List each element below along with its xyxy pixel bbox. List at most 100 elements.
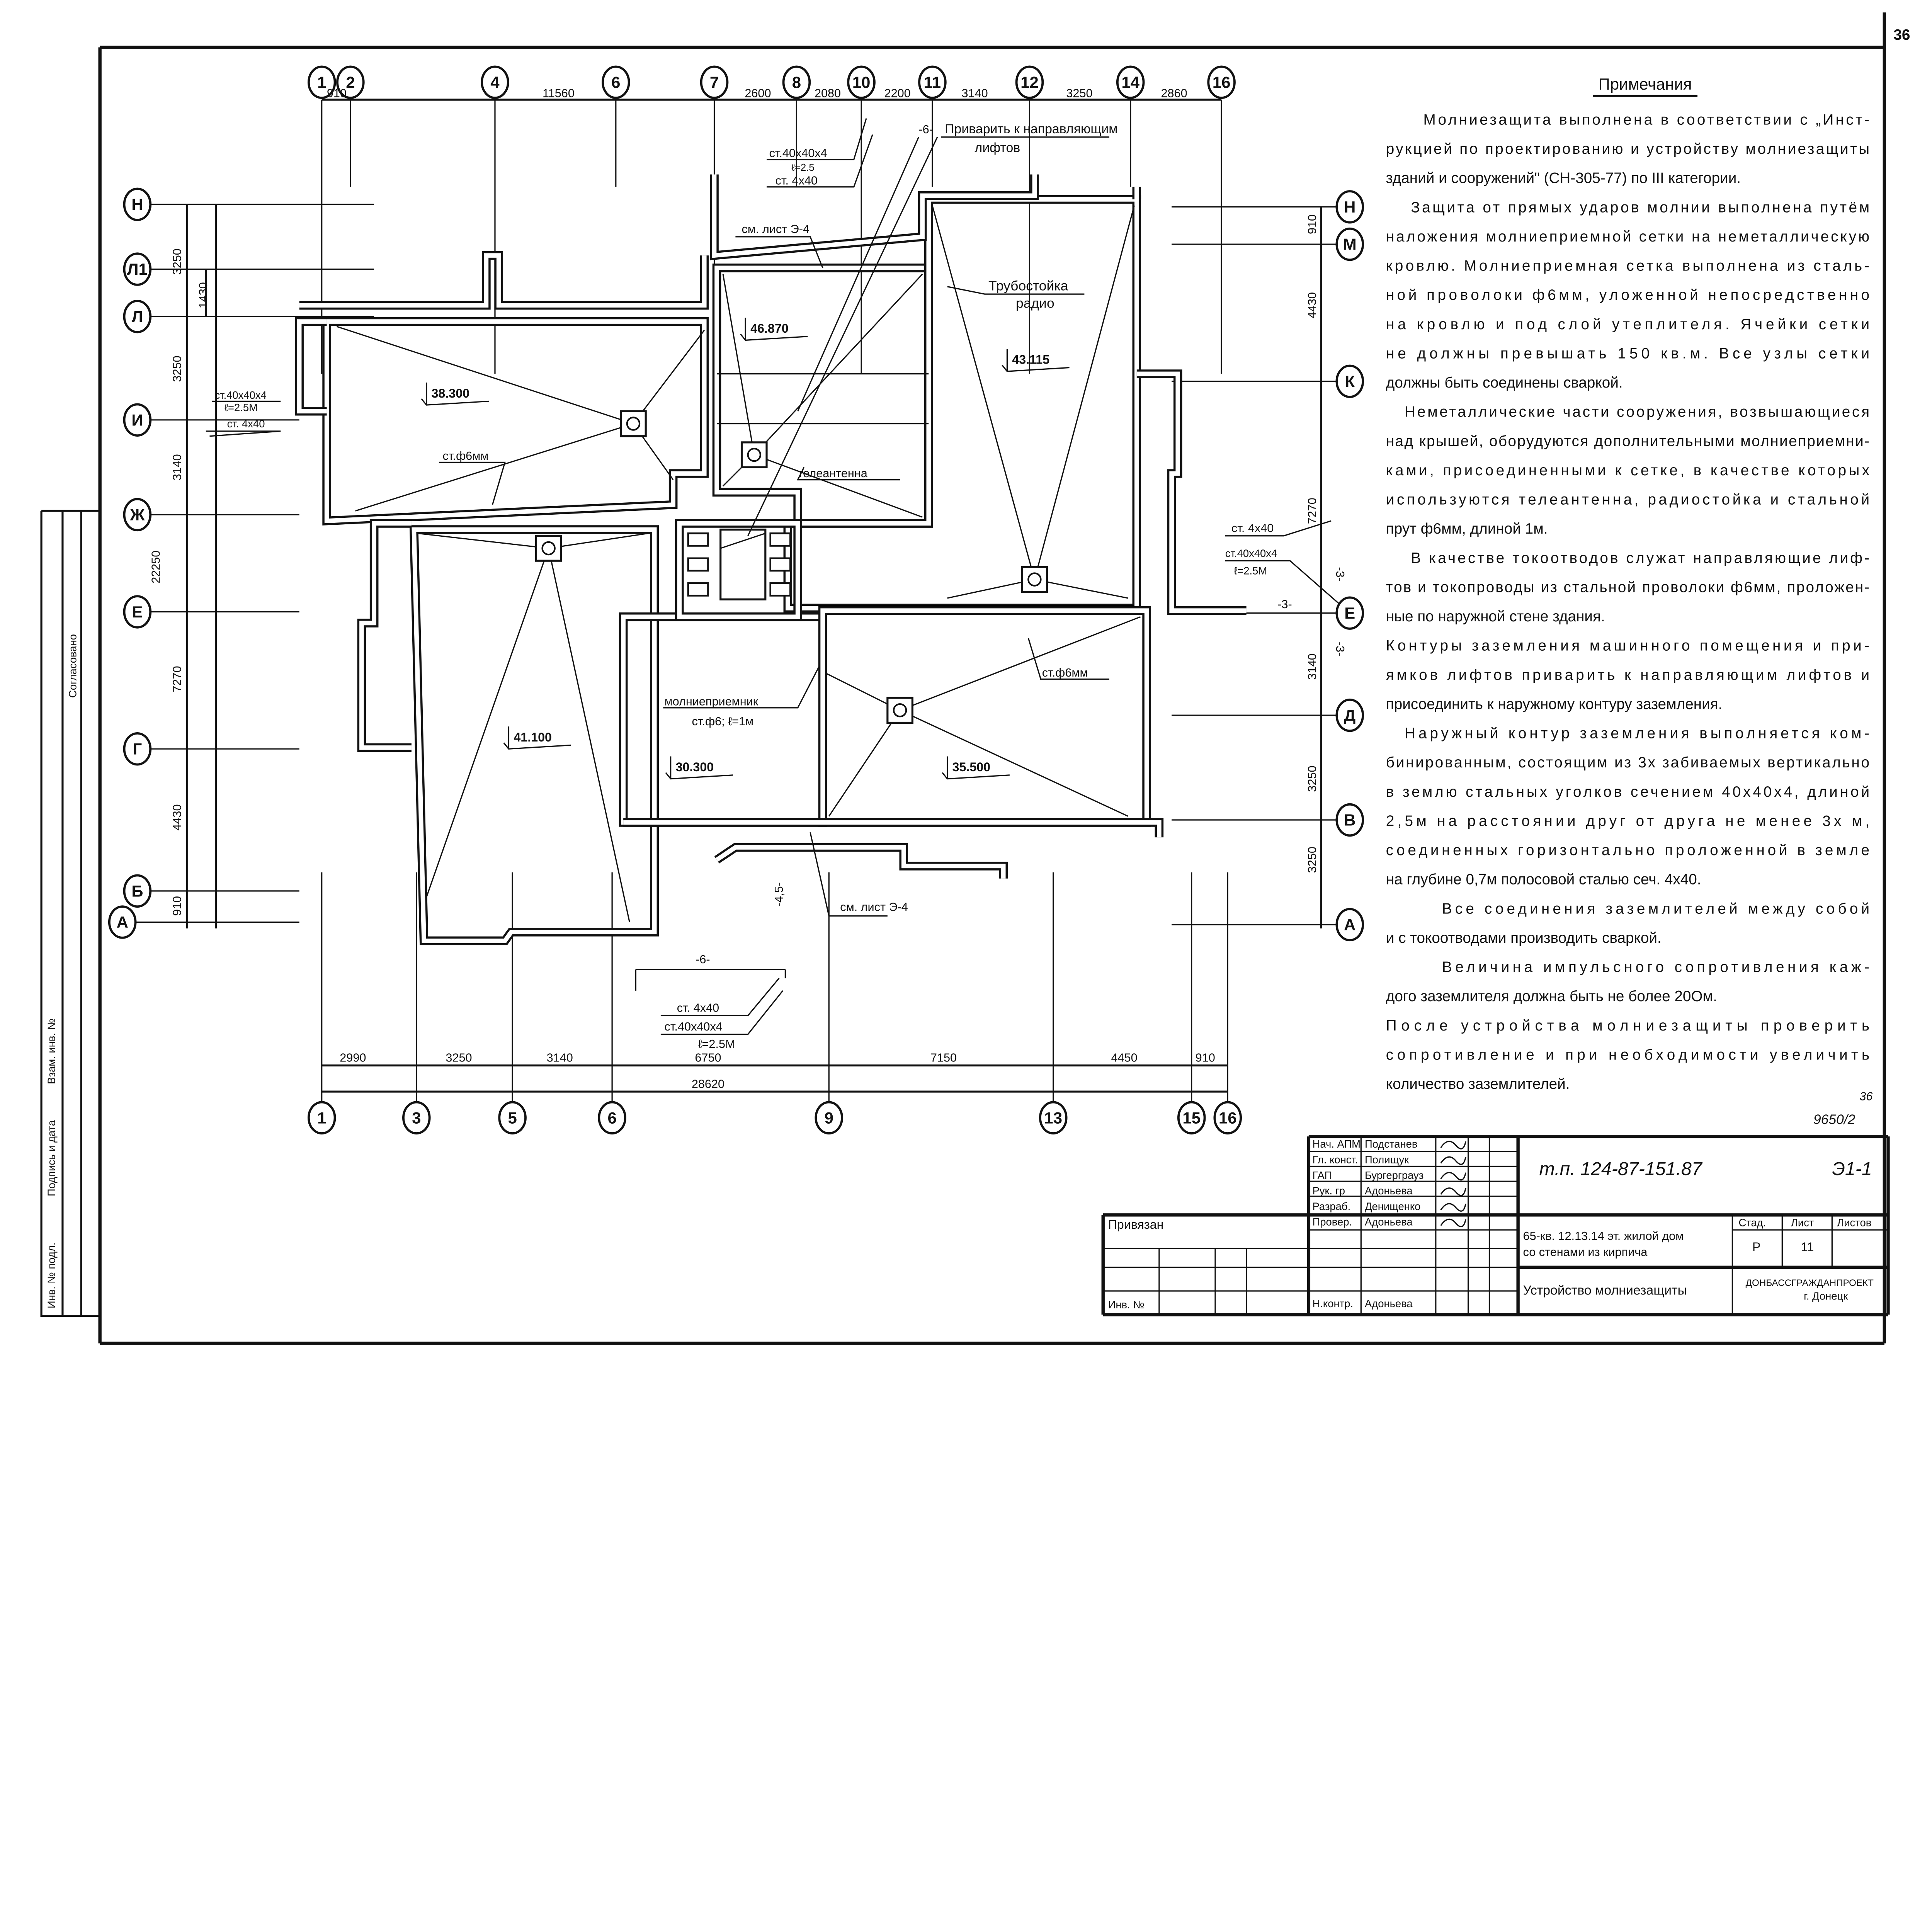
norm-control-name: Адоньева [1365, 1298, 1413, 1310]
label-section-45: -4,5- [772, 882, 786, 906]
elevation-mark: 43.115 [1002, 349, 1070, 372]
sheets-label: Листов [1837, 1216, 1871, 1228]
dimension-top: 910 [327, 87, 347, 100]
axis-bubble [1335, 596, 1364, 630]
label-rod-2: ст.ф6; ℓ=1м [692, 715, 754, 728]
axis-bottom-6: 6 [598, 1101, 626, 1134]
axis-label: 10 [852, 73, 871, 91]
axis-label: 6 [611, 73, 620, 91]
stage-value: Р [1752, 1240, 1761, 1254]
note-line: рукцией по проектированию и устройству м… [1386, 141, 1869, 157]
elevation-value: 43.115 [1012, 353, 1049, 367]
mesh-node-square [535, 535, 562, 562]
axis-label: И [131, 411, 143, 429]
dimension-bottom: 3250 [446, 1051, 472, 1065]
note-line: присоединить к наружному контуру заземле… [1386, 696, 1723, 713]
axis-bubble [1207, 65, 1236, 99]
axis-top-4: 4 [481, 65, 509, 99]
axis-left-Г: Г [123, 732, 152, 766]
label-right-len: ℓ=2.5М [1234, 565, 1267, 577]
axis-label: 2 [346, 73, 355, 91]
signature-mark [1440, 1156, 1466, 1165]
signature-role: ГАП [1313, 1169, 1332, 1181]
note-line: кровлю. Молниеприемная сетка выполнена и… [1386, 258, 1869, 274]
label-tv: телеантенна [798, 467, 868, 480]
dimension-top: 11560 [543, 87, 575, 100]
label-right-section: -3- [1277, 598, 1292, 611]
label-right-section-v2: -3- [1333, 642, 1347, 656]
axis-bubble [1177, 1101, 1206, 1134]
note-line: тов и токопроводы из стальной проволоки … [1386, 579, 1869, 595]
elevation-mark: 46.870 [740, 318, 808, 341]
axis-label: А [1344, 915, 1355, 934]
wall-wing-a-inner [299, 253, 707, 308]
note-line: В качестве токоотводов служат направляющ… [1411, 550, 1869, 566]
axis-bubble [498, 1101, 527, 1134]
dimension-right: 3250 [1306, 766, 1319, 792]
axis-label: 11 [924, 73, 941, 91]
dimension-top: 2860 [1161, 87, 1187, 100]
axis-top-16: 16 [1207, 65, 1236, 99]
axis-label: В [1344, 811, 1355, 829]
axis-label: Л [132, 308, 143, 326]
label-left-strip: ст. 4x40 [227, 418, 265, 430]
dimension-left: 4430 [170, 804, 184, 830]
elevation-arrow [421, 383, 489, 406]
axis-bubble [123, 187, 152, 221]
sheet-label: Лист [1791, 1216, 1814, 1228]
label-top-section: -6- [918, 123, 933, 136]
axis-left-И: И [123, 403, 152, 437]
label-bottom-len: ℓ=2.5М [698, 1037, 735, 1051]
note-line: бинированным, состоящим из 3х забиваемых… [1386, 754, 1869, 771]
drawing-title: Устройство молниезащиты [1523, 1283, 1687, 1298]
note-line: должны быть соединены сваркой. [1386, 374, 1623, 391]
elevation-mark: 41.100 [503, 726, 571, 750]
dimension-right: 910 [1306, 214, 1319, 234]
note-line: Неметаллические части сооружения, возвыш… [1405, 404, 1869, 420]
mesh-node-square [886, 697, 913, 724]
archive-number: 9650/2 [1813, 1112, 1855, 1127]
label-radio-2: радио [1016, 296, 1054, 311]
dimension-left: 7270 [170, 666, 184, 692]
dimension-bottom: 4450 [1111, 1051, 1137, 1065]
signature-mark [1440, 1172, 1466, 1181]
elevation-value: 35.500 [952, 760, 991, 774]
axis-label: 15 [1182, 1109, 1201, 1127]
axis-right-Е: Е [1335, 596, 1364, 630]
axis-top-6: 6 [602, 65, 630, 99]
axis-left-Л: Л [123, 299, 152, 333]
organization: ДОНБАССГРАЖДАНПРОЕКТ [1746, 1278, 1874, 1288]
axis-right-А: А [1335, 908, 1364, 942]
agreed-label: Согласовано [66, 634, 78, 698]
mesh-node-circle [893, 703, 907, 718]
note-line: зданий и сооружений" (СН-305-77) по III … [1386, 170, 1741, 187]
signature-mark [1440, 1203, 1466, 1212]
mesh-node [886, 697, 913, 724]
elevator-machine [719, 529, 767, 600]
axis-bottom-9: 9 [815, 1101, 844, 1134]
dimension-top: 2080 [815, 87, 841, 100]
bottom-page-mark: 36 [1859, 1090, 1873, 1103]
axis-bubble [123, 498, 152, 532]
axis-label: 7 [710, 73, 719, 91]
axis-bubble [123, 874, 152, 908]
label-wire-right: ст.ф6мм [1042, 666, 1088, 679]
axis-bubble [847, 65, 876, 99]
axis-label: Н [131, 195, 143, 213]
axis-label: Д [1344, 706, 1355, 724]
dimension-left: 3140 [170, 454, 184, 480]
axis-label: 16 [1213, 73, 1231, 91]
note-line: количество заземлителей. [1386, 1076, 1570, 1092]
axis-label: Ж [129, 505, 145, 524]
note-line: и с токоотводами производить сваркой. [1386, 930, 1662, 946]
roof-plan [295, 137, 1247, 946]
axis-bubble [1116, 65, 1145, 99]
axis-bubble [402, 1101, 431, 1134]
axis-label: Б [131, 882, 143, 900]
replace-inv-label: Взам. инв. № [46, 1019, 58, 1084]
axis-bubble [481, 65, 509, 99]
axis-label: 3 [412, 1109, 421, 1127]
elevation-value: 41.100 [514, 730, 552, 744]
axis-label: 8 [792, 73, 801, 91]
dimension-bottom: 910 [1196, 1051, 1215, 1065]
